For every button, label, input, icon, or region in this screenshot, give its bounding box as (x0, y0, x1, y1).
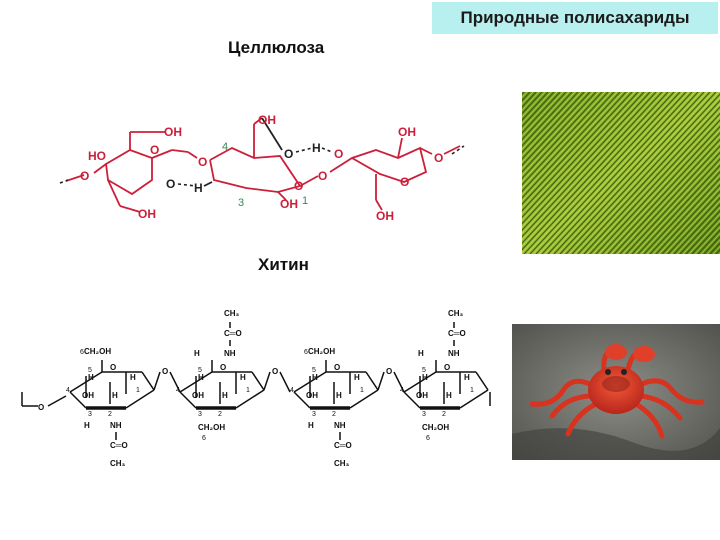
chitin-ch2oh-group: CH₂OH (422, 423, 449, 432)
cellulose-title: Целлюлоза (228, 38, 325, 57)
chitin-hydrogen: H (240, 373, 246, 382)
chitin-hydroxyl: OH (306, 391, 318, 400)
chitin-hydrogen: H (88, 373, 94, 382)
chitin-nh-group: NH (334, 421, 346, 430)
chitin-carbonyl-group: C═O (448, 329, 466, 338)
chitin-carbon-number-2: 2 (108, 411, 112, 418)
chitin-ring-oxygen: O (444, 363, 450, 372)
cellulose-bridge-oxygen-3: O (434, 151, 443, 165)
cellulose-label-oh-bot2: OH (280, 197, 298, 211)
cellulose-ring-oxygen-4: O (400, 175, 409, 189)
chitin-bridge-oxygen: O (386, 367, 392, 376)
chitin-carbon-number-4: 4 (176, 387, 180, 394)
chitin-carbon-number-2: 2 (332, 411, 336, 418)
chitin-carbon-number-4: 4 (66, 387, 70, 394)
chitin-carbon-number-1: 1 (246, 387, 250, 394)
chitin-carbon-number-6: 6 (304, 349, 308, 356)
cellulose-label-oh-top1: OH (164, 125, 182, 139)
chitin-carbon-number-6: 6 (426, 435, 430, 442)
cellulose-label-oh-top3: OH (398, 125, 416, 139)
chitin-nh-group: NH (224, 349, 236, 358)
chitin-hydrogen: H (336, 391, 342, 400)
chitin-left-oxygen: O (38, 403, 44, 412)
cellulose-bridge-oxygen-2: O (318, 169, 327, 183)
cellulose-carbon-number-4: 4 (222, 141, 228, 153)
chitin-carbon-number-5: 5 (198, 367, 202, 374)
chitin-ch2oh-group: CH₂OH (84, 347, 111, 356)
chitin-ch2oh-group: CH₂OH (198, 423, 225, 432)
cellulose-hbond-oxygen-1: O (166, 177, 175, 191)
cellulose-ring-oxygen-3: O (334, 147, 343, 161)
cellulose-label-oh-bot1: OH (138, 207, 156, 221)
cellulose-hbond-h-1: H (194, 181, 203, 195)
chitin-methyl-group: CH₃ (334, 459, 350, 468)
chitin-methyl-group: CH₃ (448, 309, 464, 318)
chitin-bridge-oxygen: O (272, 367, 278, 376)
chitin-hydroxyl: OH (82, 391, 94, 400)
topic-badge: Природные полисахариды (432, 2, 718, 34)
chitin-carbon-number-3: 3 (312, 411, 316, 418)
chitin-carbon-number-1: 1 (360, 387, 364, 394)
chitin-hydrogen: H (418, 349, 424, 358)
chitin-ring-oxygen: O (334, 363, 340, 372)
chitin-hydrogen: H (446, 391, 452, 400)
chitin-hydrogen: H (464, 373, 470, 382)
cellulose-carbon-number-3: 3 (238, 197, 244, 209)
chitin-hydrogen: H (194, 349, 200, 358)
chitin-hydrogen: H (354, 373, 360, 382)
chitin-carbon-number-2: 2 (218, 411, 222, 418)
cellulose-ring-oxygen-1: O (150, 143, 159, 157)
chitin-carbon-number-1: 1 (136, 387, 140, 394)
chitin-carbonyl-group: C═O (334, 441, 352, 450)
chitin-carbon-number-3: 3 (198, 411, 202, 418)
chitin-carbon-number-5: 5 (422, 367, 426, 374)
chitin-nh-group: NH (448, 349, 460, 358)
red-crab-photo (512, 324, 720, 460)
chitin-carbonyl-group: C═O (224, 329, 242, 338)
chitin-carbon-number-4: 4 (290, 387, 294, 394)
cellulose-label-ho: HO (88, 149, 106, 163)
chitin-carbonyl-group: C═O (110, 441, 128, 450)
cellulose-ring-oxygen-2: O (294, 179, 303, 193)
chitin-carbon-number-6: 6 (202, 435, 206, 442)
chitin-hydrogen: H (422, 373, 428, 382)
cellulose-bridge-oxygen-1: O (198, 155, 207, 169)
chitin-methyl-group: CH₃ (224, 309, 240, 318)
chitin-bridge-oxygen: O (162, 367, 168, 376)
chitin-ring-oxygen: O (110, 363, 116, 372)
chitin-hydrogen: H (308, 421, 314, 430)
chitin-carbon-number-1: 1 (470, 387, 474, 394)
chitin-carbon-number-2: 2 (442, 411, 446, 418)
chitin-hydrogen: H (198, 373, 204, 382)
cellulose-hbond-h-2: H (312, 141, 321, 155)
cellulose-label-oh-top2: OH (258, 113, 276, 127)
chitin-carbon-number-4: 4 (400, 387, 404, 394)
chitin-hydroxyl: OH (192, 391, 204, 400)
chitin-hydrogen: H (112, 391, 118, 400)
cellulose-hbond-oxygen-2: O (284, 147, 293, 161)
chitin-nh-group: NH (110, 421, 122, 430)
chitin-title: Хитин (258, 255, 309, 274)
chitin-hydrogen: H (130, 373, 136, 382)
chitin-ring-oxygen: O (220, 363, 226, 372)
cellulose-left-oxygen: O (80, 169, 89, 183)
chitin-carbon-number-6: 6 (80, 349, 84, 356)
chitin-methyl-group: CH₃ (110, 459, 126, 468)
cellulose-label-oh-bot3: OH (376, 209, 394, 223)
cellulose-fiber-photo (522, 92, 720, 254)
chitin-carbon-number-3: 3 (88, 411, 92, 418)
chitin-ch2oh-group: CH₂OH (308, 347, 335, 356)
chitin-hydrogen: H (222, 391, 228, 400)
chitin-carbon-number-3: 3 (422, 411, 426, 418)
cellulose-carbon-number-1: 1 (302, 195, 308, 207)
chitin-carbon-number-5: 5 (312, 367, 316, 374)
chitin-carbon-number-5: 5 (88, 367, 92, 374)
chitin-hydrogen: H (84, 421, 90, 430)
chitin-hydroxyl: OH (416, 391, 428, 400)
chitin-hydrogen: H (312, 373, 318, 382)
